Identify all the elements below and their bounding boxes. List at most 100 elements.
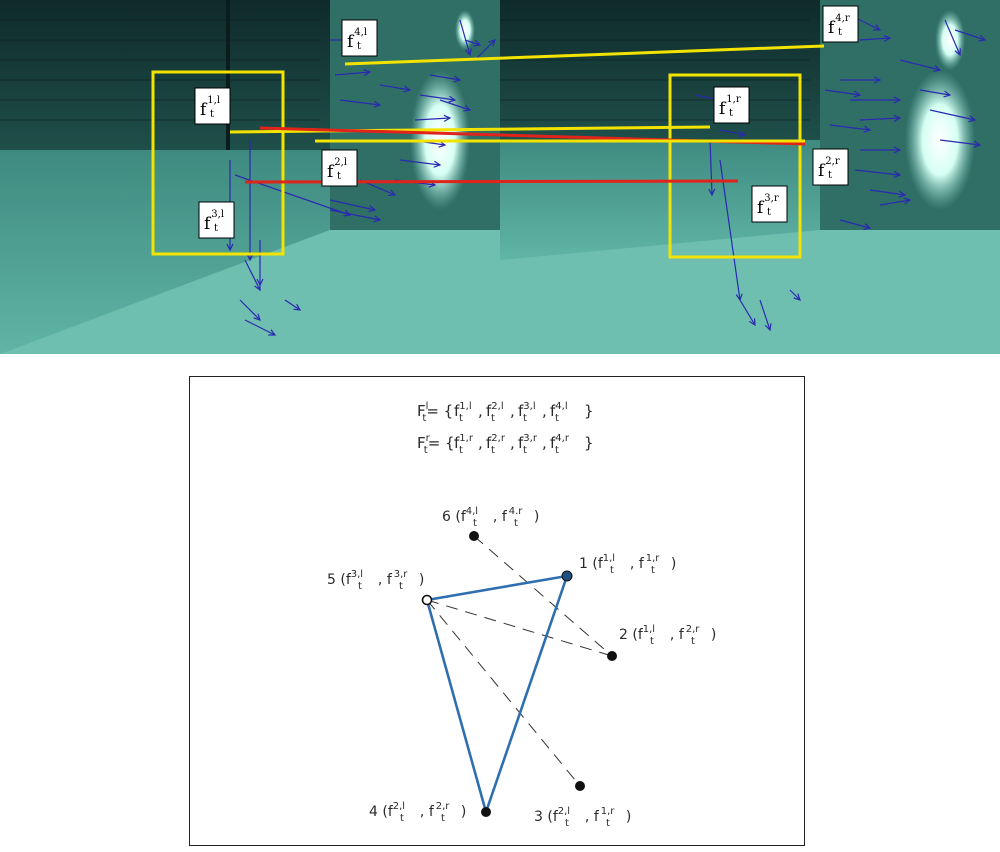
set-item-sup: 4,r [555, 433, 570, 444]
set-item-sub: t [523, 445, 527, 456]
flow-arrow-head [903, 197, 912, 205]
node-r-sub: t [514, 518, 518, 529]
flow-arrow [474, 39, 496, 61]
flow-arrow [284, 299, 301, 311]
left-image [0, 0, 500, 354]
set-item-sup: 3,l [523, 401, 535, 412]
feature-label-box [713, 86, 750, 124]
flow-arrow-head [708, 188, 716, 197]
node-r-sup: 3,r [394, 569, 409, 580]
flow-arrow-head [343, 209, 352, 217]
node-close: ) [626, 809, 631, 825]
flow-arrow-head [943, 90, 952, 98]
flow-arrow-head [738, 130, 747, 138]
node-r-sup: 4.r [509, 506, 524, 517]
flow-arrow [429, 74, 461, 81]
flow-arrow-head [863, 223, 872, 230]
flow-arrow-head [473, 39, 482, 47]
flow-arrow-head [433, 160, 442, 168]
set-item-sub: t [523, 413, 527, 424]
flow-arrow [829, 124, 871, 131]
right-roi-box [668, 73, 802, 259]
feature-label-sup: 2,r [825, 156, 840, 167]
edge-dashed-5-3 [426, 599, 581, 787]
feature-label-sub: t [357, 41, 361, 52]
set-left-lhs-sup: l [426, 401, 429, 412]
flow-arrow-head [253, 313, 261, 321]
set-right-items-close: } [584, 434, 594, 452]
feature-label-sup: 4,l [354, 27, 367, 38]
flow-arrow [329, 199, 376, 211]
node-l-sub: t [358, 581, 362, 592]
flow-arrow [334, 71, 371, 76]
node-mid: , f [378, 572, 393, 588]
flow-arrow [859, 37, 891, 41]
feature-label-sup: 4,r [835, 13, 850, 24]
flow-arrow-head [893, 114, 902, 122]
node-l-sub: t [473, 518, 477, 529]
node-r-sup: 2,r [436, 801, 451, 812]
node-mid: , f [493, 509, 508, 525]
flow-arrow-head [488, 39, 496, 47]
set-item-sup: 1,l [459, 401, 471, 412]
edge-dashed-5-2 [426, 599, 613, 657]
feature-label-box [194, 87, 231, 125]
flow-arrow-head [256, 278, 264, 287]
left-roi-box [151, 70, 285, 256]
edge-dashed-6-2 [473, 535, 613, 657]
node-l-sub: t [650, 636, 654, 647]
flow-arrow-head [443, 114, 452, 122]
svg-text:Frt= {: Frt= { [417, 433, 455, 456]
flow-arrow-head [403, 85, 412, 93]
flow-arrow [939, 139, 981, 146]
set-comma: , [542, 434, 547, 452]
node-l-sup: 3,l [351, 569, 363, 580]
set-left-eq: = { [426, 402, 453, 420]
flow-arrow [944, 19, 961, 56]
set-item-sup: 2,l [491, 401, 503, 412]
node-mid: , f [585, 809, 600, 825]
feature-label-box [321, 149, 358, 187]
flow-arrow-head [968, 115, 977, 123]
flow-arrow [399, 159, 441, 166]
flow-arrow [739, 299, 756, 326]
flow-arrow-head [793, 293, 801, 301]
node-r-sub: t [691, 636, 695, 647]
node-number: 4 (f [369, 804, 394, 820]
feature-label-sup: 3,l [211, 209, 224, 220]
node-close: ) [671, 556, 676, 572]
node-mid: , f [630, 556, 645, 572]
feature-label-sub: t [337, 171, 341, 182]
flow-arrow [789, 289, 801, 301]
feature-label-box [751, 185, 788, 223]
set-right-lhs: F [417, 434, 426, 452]
flow-arrow-head [293, 303, 302, 311]
set-item-sub: t [491, 413, 495, 424]
flow-arrow [239, 299, 261, 321]
flow-arrow-head [973, 140, 982, 148]
flow-arrow [709, 139, 713, 196]
flow-arrow-head [978, 34, 987, 42]
flow-arrow-head [246, 253, 254, 262]
node-mid: , f [420, 804, 435, 820]
node-r-sup: 1,r [646, 553, 661, 564]
node-r-sup: 2,r [686, 624, 701, 635]
edge-solid-4-5 [425, 599, 488, 813]
flow-arrow-head [883, 34, 892, 42]
flow-arrow-head [268, 329, 277, 336]
node-l-sup: 2,l [558, 806, 570, 817]
node-r-sub: t [651, 565, 655, 576]
node-dot [575, 781, 585, 791]
flow-arrow [759, 299, 771, 331]
flow-arrow [899, 59, 941, 71]
flow-arrow-head [873, 24, 882, 31]
flow-arrow [244, 319, 276, 336]
